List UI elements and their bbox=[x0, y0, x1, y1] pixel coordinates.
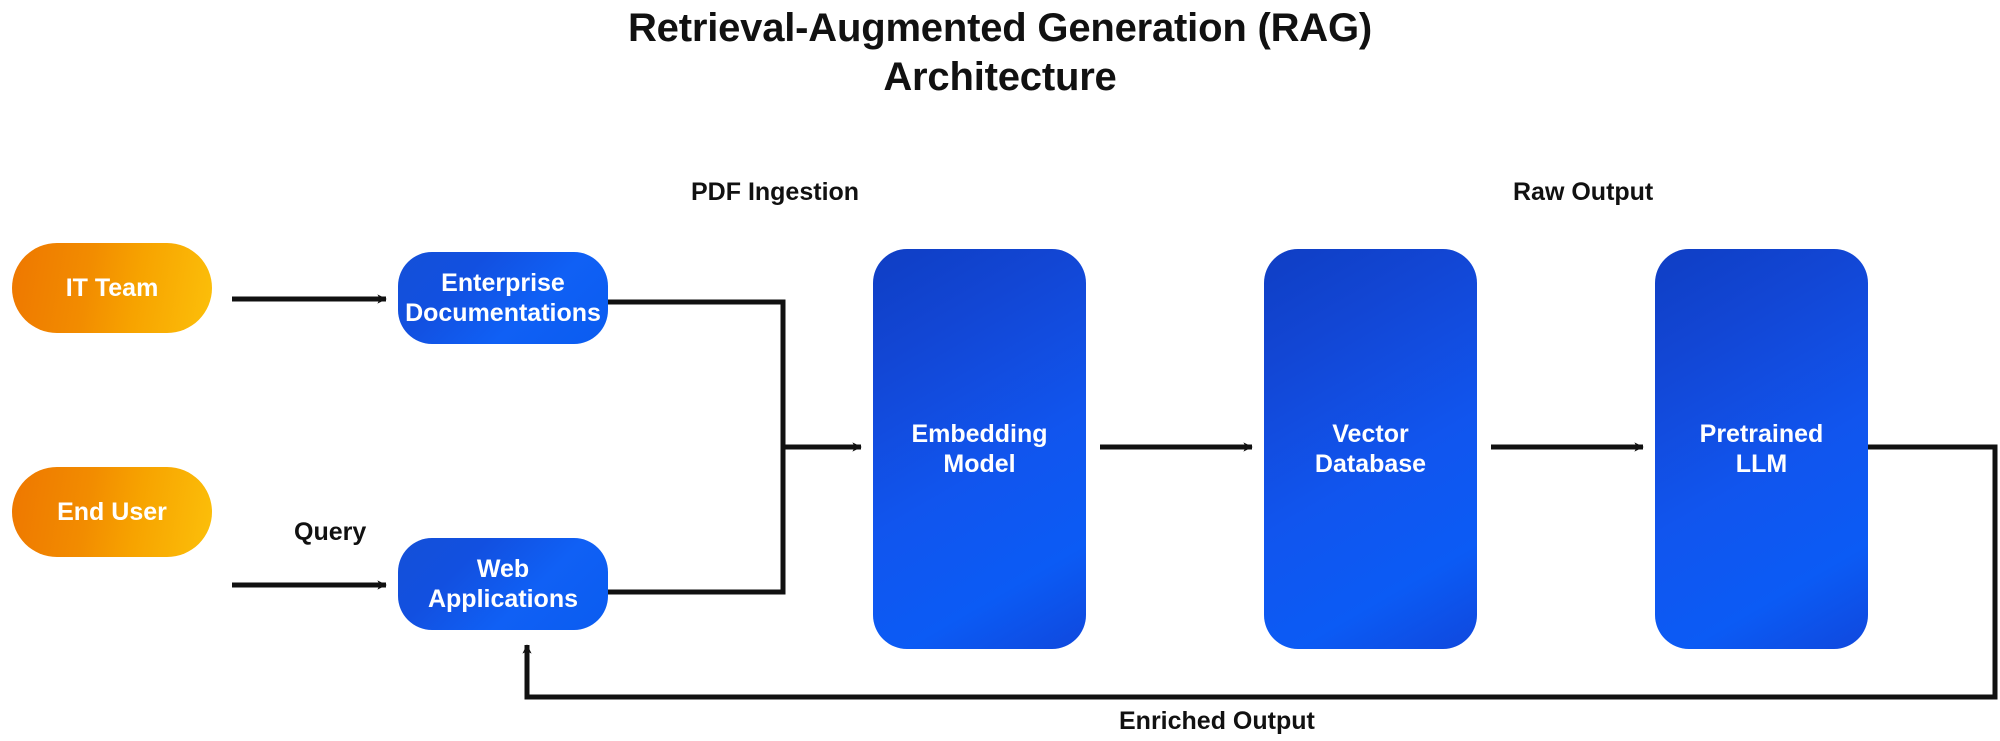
node-web-applications-label: Web Applications bbox=[427, 554, 578, 614]
page-title-line-1: Retrieval-Augmented Generation (RAG) bbox=[627, 6, 1372, 50]
edge-label-raw-output: Raw Output bbox=[1513, 178, 1654, 206]
node-embedding-model-label: Embedding Model bbox=[911, 419, 1048, 479]
page-title-line-2: Architecture bbox=[883, 54, 1117, 99]
edge-enterprise-docs-to-embedding bbox=[608, 299, 786, 447]
node-vector-database[interactable]: Vector Database bbox=[1264, 249, 1477, 649]
node-embedding-model[interactable]: Embedding Model bbox=[873, 249, 1086, 649]
edge-label-query: Query bbox=[294, 518, 367, 546]
node-end-user[interactable]: End User bbox=[12, 467, 212, 557]
node-it-team[interactable]: IT Team bbox=[12, 243, 212, 333]
edge-label-enriched-output: Enriched Output bbox=[1119, 707, 1315, 735]
node-web-applications[interactable]: Web Applications bbox=[398, 538, 608, 630]
page-title: Retrieval-Augmented Generation (RAG) Arc… bbox=[0, 4, 2000, 102]
node-enterprise-documentations-label: Enterprise Documentations bbox=[405, 268, 601, 328]
node-pretrained-llm-label: Pretrained LLM bbox=[1699, 419, 1824, 479]
node-end-user-label: End User bbox=[57, 497, 167, 526]
node-it-team-label: IT Team bbox=[65, 273, 159, 302]
edge-web-apps-to-embedding bbox=[608, 447, 786, 595]
edge-label-pdf-ingestion: PDF Ingestion bbox=[691, 178, 860, 206]
node-vector-database-label: Vector Database bbox=[1314, 419, 1427, 479]
node-enterprise-documentations[interactable]: Enterprise Documentations bbox=[398, 252, 608, 344]
node-pretrained-llm[interactable]: Pretrained LLM bbox=[1655, 249, 1868, 649]
